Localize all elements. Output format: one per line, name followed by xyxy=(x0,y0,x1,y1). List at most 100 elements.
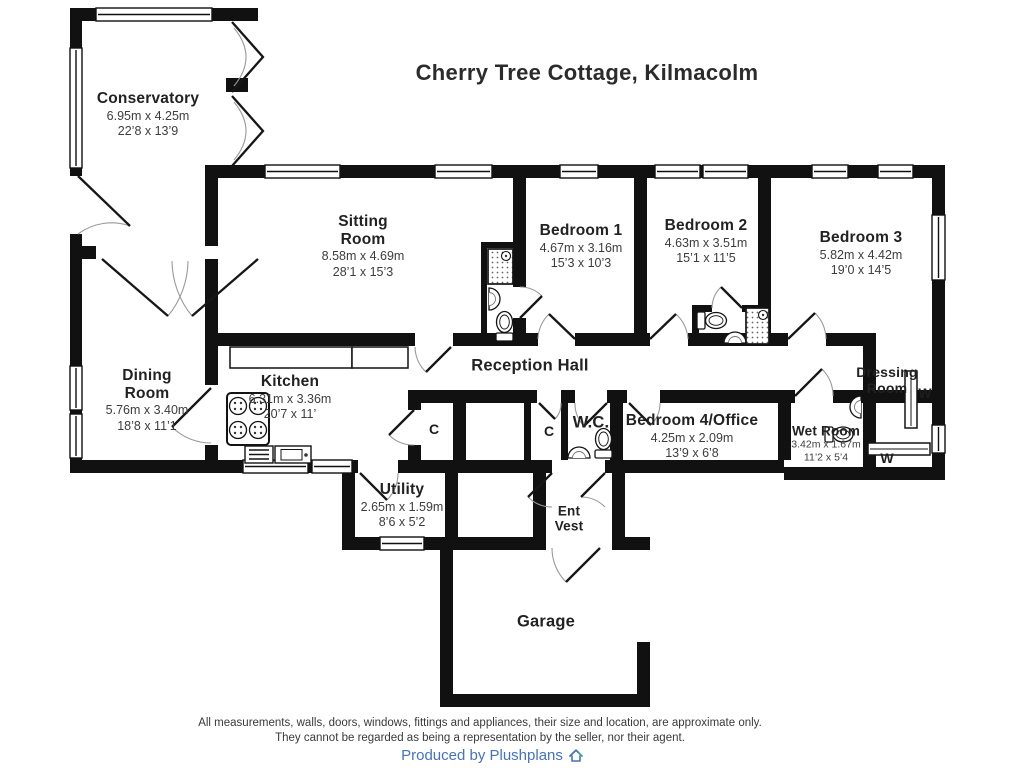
room-name: Sitting Room xyxy=(338,213,388,248)
door-vest-left xyxy=(527,472,553,498)
disclaimer-line-2: They cannot be regarded as being a repre… xyxy=(275,731,685,744)
disclaimer-line-1: All measurements, walls, doors, windows,… xyxy=(198,717,762,729)
toilet-ensuite-1 xyxy=(495,310,514,342)
room-dim-metric: 6.95m x 4.25m xyxy=(106,108,190,123)
door-bedroom-4 xyxy=(628,402,652,426)
fixtures xyxy=(226,248,931,464)
bifold-door-lower xyxy=(231,95,265,167)
room-name: Bedroom 4/Office xyxy=(625,411,759,429)
door-bedroom-2 xyxy=(649,313,677,340)
room-label-wc: W.C. xyxy=(573,414,610,433)
room-dim-imperial: 19’0 x 14’5 xyxy=(830,262,892,277)
credit-row: Produced by Plushplans xyxy=(0,747,985,765)
door-dining-kitchen xyxy=(171,387,212,428)
room-name: Dressing Room xyxy=(856,364,918,396)
room-dim-metric: 4.67m x 3.16m xyxy=(539,240,623,255)
room-label-garage: Garage xyxy=(517,613,575,632)
room-name: Bedroom 1 xyxy=(539,221,623,239)
room-name: Bedroom 3 xyxy=(819,228,903,246)
room-dim-metric: 5.76m x 3.40m xyxy=(105,403,189,418)
room-dim-metric: 4.25m x 2.09m xyxy=(650,430,734,445)
wardrobe-label-bottom: W xyxy=(880,450,894,466)
room-label-utility: Utility 2.65m x 1.59m 8’6 x 5’2 xyxy=(361,481,444,529)
room-dim-imperial: 20’7 x 11’ xyxy=(263,406,317,421)
cupboard-label-2: C xyxy=(543,423,555,439)
door-cupboard-1 xyxy=(388,409,415,436)
room-name: Conservatory xyxy=(96,89,200,107)
sink-wet-room xyxy=(849,395,862,419)
credit-text: Produced by Plushplans xyxy=(401,747,563,764)
shower-ensuite-1 xyxy=(487,248,514,285)
room-label-sitting-room: Sitting Room 8.58m x 4.69m 28’1 x 15’3 xyxy=(322,213,405,279)
door-vest-right xyxy=(580,472,606,498)
door-cupboard-2 xyxy=(538,402,556,420)
room-label-bedroom-4-office: Bedroom 4/Office 4.25m x 2.09m 13’9 x 6’… xyxy=(626,412,758,460)
room-dim-metric: 5.82m x 4.42m xyxy=(819,247,903,262)
door-wet-room xyxy=(794,368,823,397)
door-dining-french-left xyxy=(101,258,169,317)
room-name: Utility xyxy=(379,480,425,498)
room-label-bedroom-3: Bedroom 3 5.82m x 4.42m 19’0 x 14’5 xyxy=(820,229,903,277)
room-label-ent-vest: Ent Vest xyxy=(552,504,586,535)
room-label-dressing-room: Dressing Room xyxy=(852,364,922,397)
room-dim-imperial: 18’8 x 11’1 xyxy=(117,418,177,433)
room-name: Ent Vest xyxy=(554,503,584,534)
hob xyxy=(226,392,270,446)
wardrobe-bottom xyxy=(867,442,931,456)
toilet-wc xyxy=(594,427,613,459)
room-label-dining-room: Dining Room 5.76m x 3.40m 18’8 x 11’1 xyxy=(106,367,189,433)
room-label-kitchen: Kitchen 6.31m x 3.36m 20’7 x 11’ xyxy=(249,373,332,421)
room-name: Reception Hall xyxy=(471,356,589,375)
shower-ensuite-2 xyxy=(745,307,770,345)
room-dim-metric: 4.63m x 3.51m xyxy=(664,235,748,250)
room-dim-imperial: 8’6 x 5’2 xyxy=(378,514,426,529)
door-ensuite-2 xyxy=(720,286,743,309)
doors xyxy=(77,21,834,583)
room-name: Bedroom 2 xyxy=(664,216,748,234)
plushplans-house-icon xyxy=(568,749,583,762)
toilet-wet-room xyxy=(824,426,854,443)
door-conservatory xyxy=(77,175,131,227)
door-wc xyxy=(583,402,608,427)
room-label-bedroom-2: Bedroom 2 4.63m x 3.51m 15’1 x 11’5 xyxy=(665,217,748,265)
door-front xyxy=(565,547,601,583)
cupboard-label-1: C xyxy=(428,421,440,437)
room-dim-imperial: 15’3 x 10’3 xyxy=(550,255,612,270)
room-name: W.C. xyxy=(572,413,610,432)
door-dining-french-right xyxy=(191,258,259,317)
kitchen-sink xyxy=(244,445,312,464)
room-dim-imperial: 22’8 x 13’9 xyxy=(117,123,179,138)
page-title: Cherry Tree Cottage, Kilmacolm xyxy=(415,60,759,85)
room-dim-imperial: 13’9 x 6’8 xyxy=(665,445,719,460)
door-kitchen-hall xyxy=(425,346,452,373)
door-openings xyxy=(69,176,833,473)
sink-wc xyxy=(567,446,591,459)
bifold-door-upper xyxy=(231,21,265,93)
room-dim-imperial: 11’2 x 5’4 xyxy=(803,451,849,464)
door-bedroom-3 xyxy=(787,312,816,340)
sink-ensuite-1 xyxy=(488,287,501,311)
wardrobe-right xyxy=(904,370,918,429)
kitchen-counter xyxy=(229,346,409,369)
room-dim-metric: 8.58m x 4.69m xyxy=(321,249,405,264)
room-label-reception-hall: Reception Hall xyxy=(471,357,588,376)
door-ensuite-1 xyxy=(519,295,543,319)
room-name: Kitchen xyxy=(260,372,320,390)
room-name: Wet Room xyxy=(791,423,861,439)
room-label-bedroom-1: Bedroom 1 4.67m x 3.16m 15’3 x 10’3 xyxy=(540,222,623,270)
room-dim-metric: 6.31m x 3.36m xyxy=(248,391,332,406)
room-dim-imperial: 28’1 x 15’3 xyxy=(332,264,394,279)
wardrobe-label-right: W xyxy=(918,385,932,401)
room-dim-imperial: 15’1 x 11’5 xyxy=(676,250,736,265)
room-dim-metric: 2.65m x 1.59m xyxy=(360,499,444,514)
toilet-ensuite-2 xyxy=(696,311,728,330)
disclaimer: All measurements, walls, doors, windows,… xyxy=(0,716,960,745)
plushplans-credit-link[interactable]: Produced by Plushplans xyxy=(401,747,584,764)
room-label-wet-room: Wet Room 3.42m x 1.67m 11’2 x 5’4 xyxy=(791,423,860,464)
room-name: Dining Room xyxy=(122,367,172,402)
room-label-conservatory: Conservatory 6.95m x 4.25m 22’8 x 13’9 xyxy=(97,90,199,138)
door-bedroom-1 xyxy=(548,313,576,340)
door-utility xyxy=(359,472,388,501)
